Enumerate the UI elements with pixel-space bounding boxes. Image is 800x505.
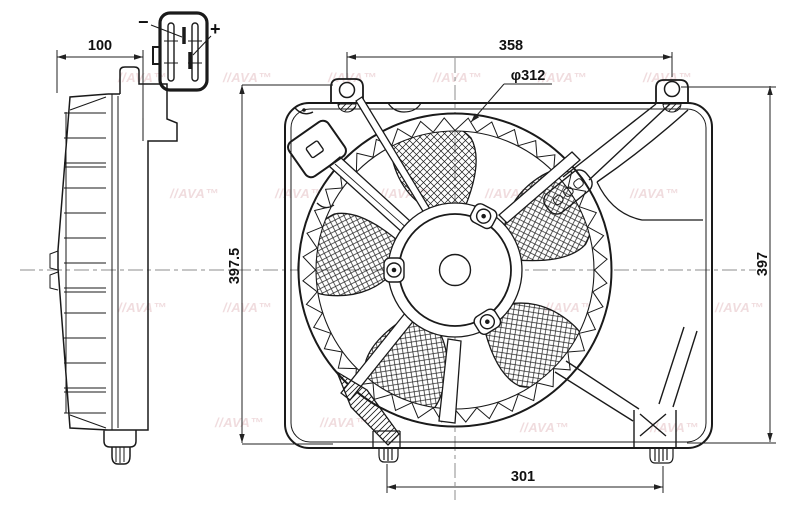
- dimension-label-358: 358: [499, 38, 523, 54]
- dimension-bottom-width: 301: [386, 464, 664, 493]
- watermark: //AVA™: [274, 186, 324, 201]
- watermark: //AVA™: [169, 186, 219, 201]
- dimensions: 100 358 φ312 397.5 397 30: [56, 38, 776, 493]
- mounting-hole: [338, 81, 356, 99]
- shroud-outline: [284, 102, 713, 449]
- mounting-tab-top-right: [655, 79, 689, 113]
- bracket-bottom-right: [554, 326, 698, 464]
- front-view: [284, 78, 713, 464]
- dimension-fan-diameter: φ312: [470, 68, 552, 123]
- watermark: //AVA™: [327, 70, 377, 85]
- motor-hub: [383, 202, 523, 338]
- watermark: //AVA™: [319, 415, 369, 430]
- connector-body: [158, 11, 209, 92]
- dimension-label-397-5: 397.5: [227, 248, 243, 284]
- dimension-label-397: 397: [755, 252, 771, 276]
- watermark: //AVA™: [642, 70, 692, 85]
- watermark: //AVA™: [222, 70, 272, 85]
- mounting-pin: [378, 447, 399, 463]
- connector-terminal-slot: [167, 22, 175, 82]
- side-view: [49, 66, 178, 465]
- plus-label: +: [210, 19, 221, 39]
- dimension-label-100: 100: [88, 38, 112, 54]
- mounting-pin: [649, 447, 674, 464]
- dimension-label-diameter: φ312: [511, 68, 546, 84]
- dimension-side-width: 100: [56, 38, 144, 118]
- connector-slot-ticks: [164, 40, 202, 64]
- dimension-front-top-width: 358: [346, 38, 673, 79]
- hub-bolt-boss: [383, 257, 405, 283]
- shroud-rib-arc: [316, 202, 335, 209]
- dimension-left-height: 397.5: [227, 84, 333, 445]
- dimension-label-301: 301: [511, 469, 535, 485]
- dimension-right-height: 397: [681, 86, 776, 444]
- plus-leader-line: [192, 35, 212, 56]
- side-view-blade-lines: [64, 112, 106, 414]
- watermark: //AVA™: [629, 186, 679, 201]
- fan-ring-outer: [297, 112, 613, 428]
- watermark: //AVA™: [714, 300, 764, 315]
- strut: [438, 338, 462, 424]
- shroud-inner-line: [290, 108, 707, 443]
- clip-dot: [302, 108, 306, 112]
- harness-connector-box: [287, 119, 347, 179]
- watermark: //AVA™: [222, 300, 272, 315]
- watermark: //AVA™: [117, 300, 167, 315]
- bracket-arm-top-right: [543, 103, 703, 221]
- hub-bolt-boss: [469, 203, 498, 230]
- watermark: //AVA™: [432, 70, 482, 85]
- watermark: //AVA™: [519, 420, 569, 435]
- hub-bolt-boss: [473, 308, 502, 336]
- watermark: //AVA™: [214, 415, 264, 430]
- side-view-outline: [57, 66, 178, 465]
- mounting-hole: [663, 80, 681, 98]
- strut: [498, 151, 581, 224]
- connector-terminal-slot: [191, 22, 199, 82]
- hub-center-hole: [438, 253, 472, 287]
- mounting-tab-top-left: [330, 78, 364, 113]
- watermark: //AVA™: [537, 70, 587, 85]
- shroud-top-notch: [387, 102, 422, 113]
- side-view-details: [49, 94, 144, 463]
- minus-leader-line: [150, 24, 183, 38]
- connector-pinout: − +: [138, 11, 221, 92]
- connector-side-tab: [152, 46, 161, 65]
- minus-label: −: [138, 12, 149, 32]
- watermark: //AVA™: [117, 70, 167, 85]
- shroud-clip-detail: [294, 107, 314, 115]
- watermark: //AVA™: [544, 300, 594, 315]
- mount-bottom-left: [335, 370, 401, 463]
